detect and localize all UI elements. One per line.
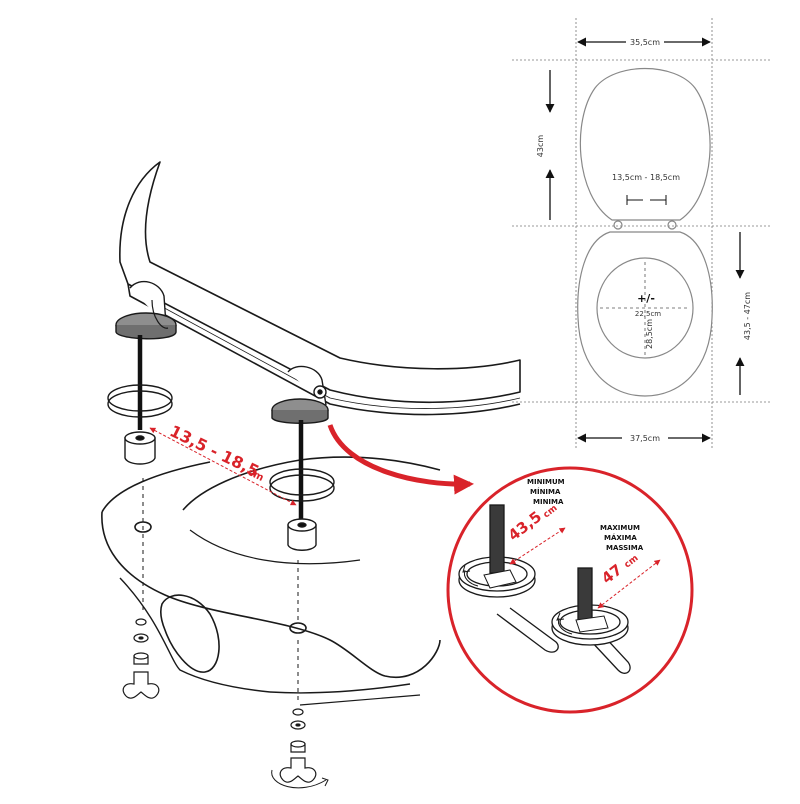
bowl-opening bbox=[596, 257, 694, 359]
minimum-label-es: MÍNIMA bbox=[530, 487, 561, 496]
maximum-label-es: MÁXIMA bbox=[604, 533, 637, 542]
minimum-label-en: MINIMUM bbox=[527, 478, 565, 486]
hinge-assembly-right bbox=[269, 365, 335, 551]
minimum-label-it: MINIMA bbox=[533, 498, 564, 506]
bowl-outline bbox=[577, 231, 713, 397]
hinge-point-left bbox=[613, 220, 623, 230]
axis-lines bbox=[142, 478, 299, 700]
lid-outline bbox=[579, 67, 711, 221]
center-mark-label: +/- bbox=[637, 292, 655, 305]
hinge-point-right bbox=[667, 220, 677, 230]
wing-key-left bbox=[122, 671, 160, 699]
hardware-stack-right bbox=[271, 708, 329, 789]
opening-length-label: 28,5cm bbox=[645, 319, 654, 349]
lid-length-label: 43cm bbox=[536, 135, 545, 158]
wing-key-right bbox=[279, 757, 317, 783]
fitting-maximum bbox=[551, 567, 631, 674]
adjustment-detail: MINIMUM MÍNIMA MINIMA 43,5 cm MAXIMUM MÁ… bbox=[446, 466, 694, 714]
maximum-label-it: MASSIMA bbox=[606, 544, 644, 552]
dimension-guides bbox=[512, 18, 770, 448]
detail-callout-arrow bbox=[327, 424, 474, 495]
hinge-distance-unit: cm bbox=[246, 467, 266, 484]
mount-hole-right bbox=[289, 622, 307, 634]
hinge-assembly-left bbox=[107, 280, 177, 465]
minimum-labels: MINIMUM MÍNIMA MINIMA bbox=[527, 478, 565, 506]
hardware-stack-left bbox=[122, 618, 160, 699]
bowl-drain-hole bbox=[159, 594, 220, 673]
top-view-dimensions: 35,5cm 43cm 13,5cm - 18,5cm +/- 22,5cm 2… bbox=[512, 18, 770, 448]
detail-circle bbox=[446, 466, 694, 714]
bowl-length-label: 43,5 - 47cm bbox=[743, 292, 752, 340]
bowl-width-label: 37,5cm bbox=[630, 434, 660, 443]
toilet-bowl bbox=[101, 511, 441, 679]
hinge-spacing-label: 13,5cm - 18,5cm bbox=[612, 173, 680, 182]
lid-width-label: 35,5cm bbox=[630, 38, 660, 47]
opening-width-label: 22,5cm bbox=[635, 310, 661, 318]
hinge-distance-annotation: 13,5 - 18,5 cm bbox=[149, 421, 297, 506]
maximum-label-en: MAXIMUM bbox=[600, 524, 640, 532]
maximum-labels: MAXIMUM MÁXIMA MASSIMA bbox=[600, 524, 644, 552]
seat-lid bbox=[119, 161, 521, 404]
fitting-minimum bbox=[458, 504, 559, 653]
